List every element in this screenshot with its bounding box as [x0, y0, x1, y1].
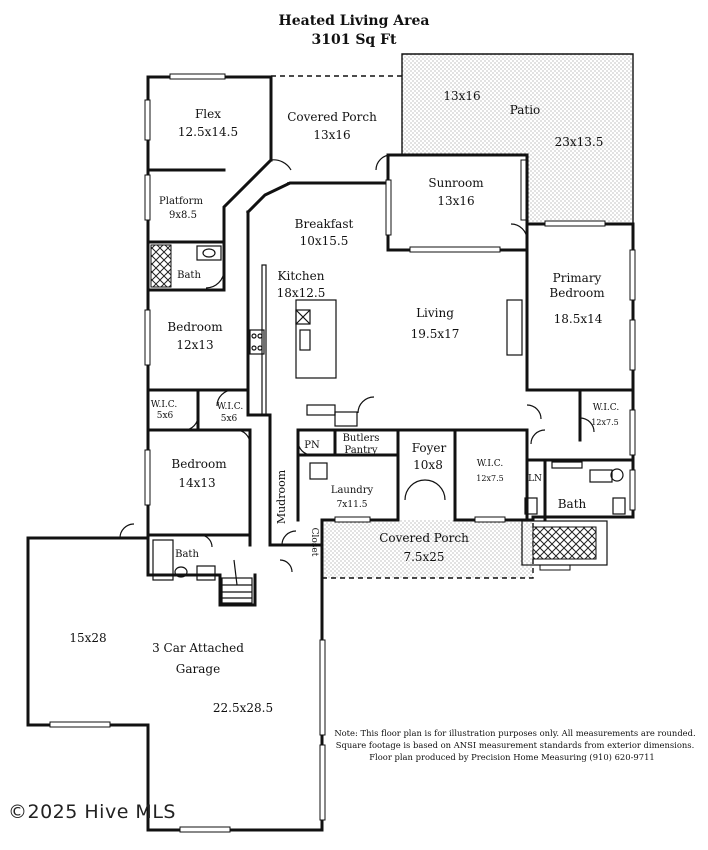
- room-platform-label: Platform: [159, 196, 203, 207]
- disclaimer-note-line-2: Square footage is based on ANSI measurem…: [336, 740, 695, 750]
- plan-title: Heated Living Area: [279, 13, 430, 29]
- room-covered-porch-front-label: Covered Porch: [379, 531, 469, 545]
- room-sunroom-dims: 13x16: [437, 194, 474, 208]
- room-covered-porch-front-dims: 7.5x25: [403, 550, 444, 564]
- room-bedroom-upper-label: Bedroom: [167, 320, 223, 334]
- exterior-walls: [146, 75, 635, 580]
- room-bath-primary-label: Bath: [558, 497, 587, 511]
- room-closet-label: Closet: [309, 528, 319, 557]
- room-primary-bedroom-dims: 18.5x14: [554, 312, 603, 326]
- room-living-label: Living: [416, 306, 454, 320]
- room-kitchen-dims: 18x12.5: [277, 286, 326, 300]
- room-bath-upper-label: Bath: [177, 270, 201, 281]
- covered-porch-front-area: [322, 520, 534, 579]
- room-bedroom-upper-dims: 12x13: [176, 338, 213, 352]
- room-butlers-pantry-label-2: Pantry: [344, 445, 377, 456]
- interior-walls: [146, 168, 635, 547]
- room-wic-b-dims: 5x6: [221, 414, 238, 424]
- room-pn-label: PN: [304, 440, 320, 451]
- room-primary-bedroom-label: Primary: [553, 271, 602, 285]
- room-wic-primary-label: W.I.C.: [593, 403, 620, 413]
- plan-area: 3101 Sq Ft: [311, 32, 397, 48]
- doors: [119, 154, 595, 573]
- room-wic-foyer-label: W.I.C.: [477, 459, 504, 469]
- room-butlers-pantry-label: Butlers: [343, 433, 380, 444]
- room-garage-dims: 22.5x28.5: [213, 701, 273, 715]
- watermark: ©2025 Hive MLS: [8, 801, 176, 823]
- room-foyer-dims: 10x8: [413, 458, 443, 472]
- fixtures: [150, 244, 626, 604]
- room-wic-a-dims: 5x6: [157, 411, 174, 421]
- room-laundry-label: Laundry: [331, 485, 374, 496]
- room-wic-primary-dims: 12x7.5: [591, 418, 618, 427]
- room-foyer-label: Foyer: [412, 441, 447, 455]
- room-garage-label: 3 Car Attached: [152, 641, 244, 655]
- room-breakfast-dims: 10x15.5: [300, 234, 349, 248]
- room-bedroom-lower-label: Bedroom: [171, 457, 227, 471]
- garage-alt-dims: 15x28: [69, 631, 106, 645]
- room-sunroom-label: Sunroom: [428, 176, 484, 190]
- disclaimer-note-line-3: Floor plan produced by Precision Home Me…: [369, 752, 655, 762]
- room-wic-a-label: W.I.C.: [151, 400, 178, 410]
- room-primary-bedroom-label-2: Bedroom: [549, 286, 605, 300]
- room-bedroom-lower-dims: 14x13: [178, 476, 215, 490]
- room-platform-dims: 9x8.5: [169, 210, 197, 221]
- room-kitchen-label: Kitchen: [278, 269, 325, 283]
- garage-walls: [26, 536, 324, 832]
- disclaimer-note-line-1: Note: This floor plan is for illustratio…: [334, 728, 695, 738]
- room-bath-lower-label: Bath: [175, 549, 199, 560]
- room-covered-porch-top-dims: 13x16: [313, 128, 350, 142]
- room-covered-porch-top-label: Covered Porch: [287, 110, 377, 124]
- room-laundry-dims: 7x11.5: [337, 500, 368, 510]
- windows: [49, 73, 636, 833]
- room-garage-label-2: Garage: [176, 662, 220, 676]
- room-mudroom-label: Mudroom: [275, 469, 288, 524]
- room-patio-dims: 23x13.5: [555, 135, 604, 149]
- room-ln-label: LN: [528, 474, 542, 484]
- room-flex-dims: 12.5x14.5: [178, 125, 238, 139]
- room-breakfast-label: Breakfast: [295, 217, 354, 231]
- room-flex-label: Flex: [195, 107, 221, 121]
- room-living-dims: 19.5x17: [411, 327, 460, 341]
- patio-alt-dims: 13x16: [443, 89, 480, 103]
- room-wic-foyer-dims: 12x7.5: [476, 474, 503, 483]
- room-wic-b-label: W.I.C.: [217, 402, 244, 412]
- room-patio-label: Patio: [510, 103, 541, 117]
